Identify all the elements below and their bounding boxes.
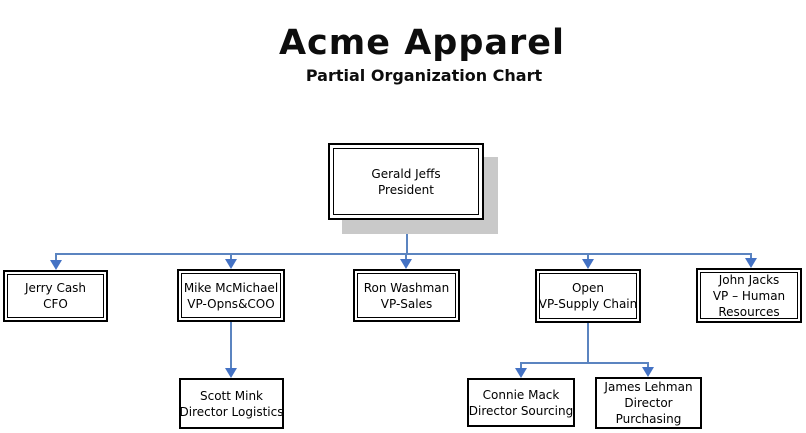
- connector-drop-sourcing: [520, 362, 522, 370]
- person-title: Director Sourcing: [468, 403, 574, 418]
- person-name: Jerry Cash: [24, 281, 87, 295]
- person-name: Scott Mink: [199, 388, 264, 403]
- node-purchasing-body: James Lehman Director Purchasing: [598, 380, 699, 426]
- node-cfo: Jerry Cash CFO: [3, 270, 108, 322]
- person-title-line2: Purchasing: [615, 412, 682, 426]
- person-title: Director: [624, 396, 673, 410]
- node-president-body: Gerald Jeffs President: [333, 148, 479, 215]
- person-name: James Lehman: [604, 380, 693, 394]
- connector-drop-sales: [405, 253, 407, 261]
- node-sales-body: Ron Washman VP-Sales: [357, 273, 456, 318]
- arrowhead-sales-icon: [400, 259, 412, 269]
- person-title: VP – Human: [712, 288, 786, 303]
- person-title: VP-Supply Chain: [538, 297, 638, 311]
- node-supply: Open VP-Supply Chain: [535, 269, 641, 323]
- person-name: John Jacks: [718, 272, 780, 287]
- connector-drop-supply: [587, 253, 589, 261]
- person-name: Open: [571, 281, 605, 295]
- chart-title: Acme Apparel: [278, 23, 566, 63]
- person-title: CFO: [43, 297, 68, 311]
- node-logistics-body: Scott Mink Director Logistics: [179, 381, 284, 426]
- person-title: VP-Opns&COO: [187, 296, 275, 311]
- person-name: Connie Mack: [482, 387, 560, 402]
- chart-header: Acme Apparel Partial Organization Chart: [0, 0, 806, 85]
- node-logistics: Scott Mink Director Logistics: [179, 378, 284, 429]
- node-president: Gerald Jeffs President: [328, 143, 484, 220]
- chart-subtitle: Partial Organization Chart: [305, 66, 543, 85]
- arrowhead-sourcing-icon: [515, 368, 527, 378]
- node-sourcing: Connie Mack Director Sourcing: [467, 378, 575, 427]
- connector-drop-purchasing: [647, 362, 649, 369]
- arrowhead-logistics-icon: [225, 368, 237, 378]
- arrowhead-supply-icon: [582, 259, 594, 269]
- person-name: Mike McMichael: [183, 280, 279, 295]
- person-name: Ron Washman: [363, 280, 450, 295]
- node-cfo-body: Jerry Cash CFO: [7, 274, 104, 318]
- node-sales: Ron Washman VP-Sales: [353, 269, 460, 322]
- node-hr-body: John Jacks VP – Human Resources: [700, 272, 798, 319]
- arrowhead-cfo-icon: [50, 260, 62, 270]
- person-name: Gerald Jeffs: [371, 166, 441, 181]
- connector-level3-rail: [520, 362, 649, 364]
- person-title: VP-Sales: [380, 296, 433, 311]
- person-title: President: [378, 182, 434, 197]
- arrowhead-hr-icon: [745, 258, 757, 268]
- connector-coo-logistics: [230, 322, 232, 370]
- connector-president-stem: [406, 220, 408, 253]
- arrowhead-coo-icon: [225, 259, 237, 269]
- person-title: Director Logistics: [179, 404, 284, 419]
- connector-level2-rail: [55, 253, 752, 255]
- node-supply-body: Open VP-Supply Chain: [539, 273, 637, 319]
- connector-supply-stem: [587, 323, 589, 362]
- person-title-line2: Resources: [718, 304, 780, 319]
- connector-drop-coo: [230, 253, 232, 261]
- node-coo: Mike McMichael VP-Opns&COO: [177, 269, 285, 322]
- node-coo-body: Mike McMichael VP-Opns&COO: [181, 273, 281, 318]
- node-purchasing: James Lehman Director Purchasing: [595, 377, 702, 429]
- node-hr: John Jacks VP – Human Resources: [696, 268, 802, 323]
- arrowhead-purchasing-icon: [642, 367, 654, 377]
- node-sourcing-body: Connie Mack Director Sourcing: [468, 381, 574, 424]
- connector-drop-cfo: [55, 253, 57, 262]
- connector-drop-hr: [750, 253, 752, 260]
